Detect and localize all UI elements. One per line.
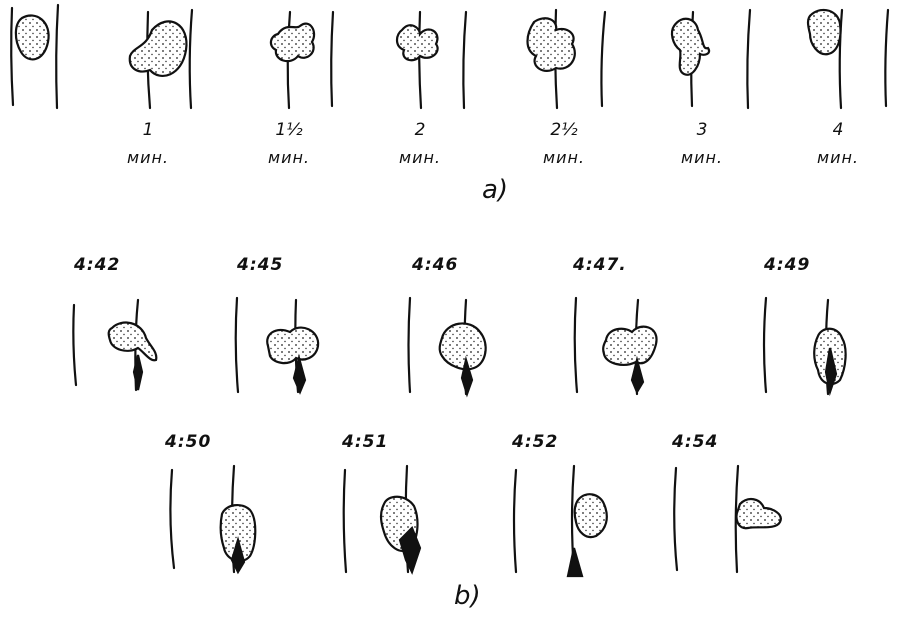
time-unit-a3: мин. [399,148,441,168]
cell-frame-a5 [672,10,750,108]
cell-frame-a2 [271,12,333,108]
cell-frame-b5 [764,298,846,394]
time-value-a6: 4 [833,120,844,140]
time-label-b3: 4:46 [412,255,458,275]
cell-frame-b7 [344,466,420,572]
time-unit-a4: мин. [543,148,585,168]
time-value-a1: 1 [143,120,154,140]
time-value-a4: 2½ [550,120,577,140]
cell-frame-a0 [11,5,58,108]
time-label-b1: 4:42 [74,255,120,275]
time-label-b6: 4:50 [165,432,211,452]
time-unit-a5: мин. [681,148,723,168]
time-label-b4: 4:47. [573,255,627,275]
time-label-b2: 4:45 [237,255,283,275]
cell-frame-b2 [236,298,318,392]
panel-label-a: a) [482,180,508,200]
panel-label-b: b) [454,586,481,606]
cell-frame-a1 [130,10,192,108]
cell-frame-a6 [808,10,888,108]
cell-frame-a4 [528,10,606,108]
time-value-a5: 3 [697,120,708,140]
cell-frame-b1 [73,300,156,390]
time-label-b5: 4:49 [764,255,810,275]
time-unit-a1: мин. [127,148,169,168]
time-value-a3: 2 [415,120,426,140]
time-unit-a2: мин. [268,148,310,168]
cell-frame-b3 [409,298,486,394]
cell-frame-a3 [397,12,466,108]
time-label-b9: 4:54 [672,432,718,452]
time-label-b8: 4:52 [512,432,558,452]
cell-frame-b8 [514,466,607,576]
cell-frame-b6 [170,466,255,572]
time-value-a2: 1½ [275,120,302,140]
cell-frame-b4 [575,298,657,394]
time-label-b7: 4:51 [342,432,388,452]
time-unit-a6: мин. [817,148,859,168]
cell-frame-b9 [674,466,781,572]
